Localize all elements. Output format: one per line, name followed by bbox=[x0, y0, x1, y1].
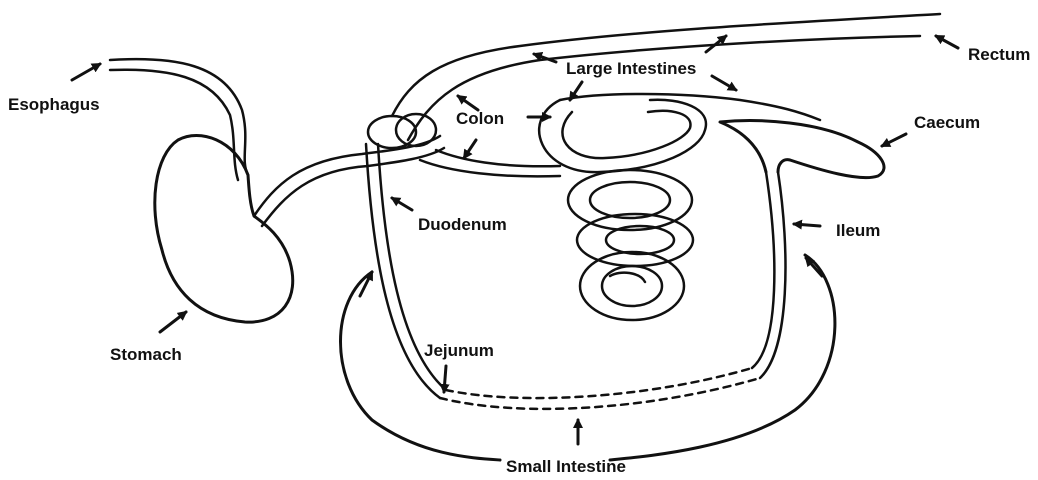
label-caecum: Caecum bbox=[914, 113, 980, 132]
label-rectum: Rectum bbox=[968, 45, 1030, 64]
arrow-rectum bbox=[936, 36, 958, 48]
label-colon: Colon bbox=[456, 109, 504, 128]
ileum-right-limb bbox=[752, 172, 785, 378]
labels: Esophagus Stomach Duodenum Colon Large I… bbox=[8, 45, 1030, 476]
arrow-large-intestine-right bbox=[712, 76, 736, 90]
arrow-esophagus bbox=[72, 64, 100, 80]
arrow-colon-left bbox=[458, 96, 478, 110]
label-esophagus: Esophagus bbox=[8, 95, 100, 114]
arrows bbox=[72, 36, 958, 444]
jejunum-dashed-section bbox=[440, 368, 760, 409]
arrow-stomach bbox=[160, 312, 186, 332]
caecum-shape bbox=[720, 121, 884, 178]
esophagus-tube bbox=[110, 59, 248, 180]
label-large-intestines: Large Intestines bbox=[566, 59, 696, 78]
transverse-colon bbox=[420, 150, 560, 176]
arrow-duodenum bbox=[392, 198, 412, 210]
label-jejunum: Jejunum bbox=[424, 341, 494, 360]
stomach-shape bbox=[155, 135, 293, 322]
arrow-ileum bbox=[794, 224, 820, 226]
label-duodenum: Duodenum bbox=[418, 215, 507, 234]
arrow-jejunum bbox=[444, 366, 446, 392]
label-ileum: Ileum bbox=[836, 221, 880, 240]
pylorus-connector bbox=[254, 136, 444, 226]
arrow-colon-down bbox=[464, 140, 476, 158]
coiled-colon bbox=[539, 100, 706, 320]
label-small-intestine: Small Intestine bbox=[506, 457, 626, 476]
arrow-caecum bbox=[882, 134, 906, 146]
label-stomach: Stomach bbox=[110, 345, 182, 364]
